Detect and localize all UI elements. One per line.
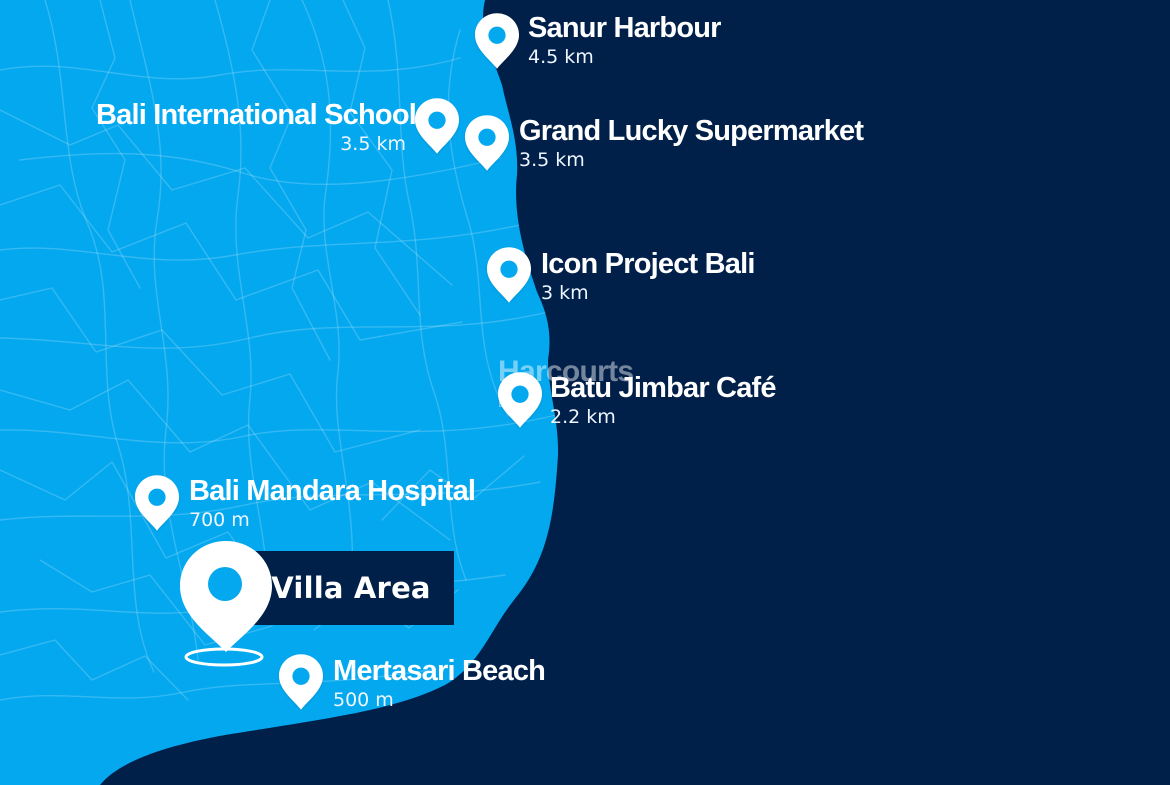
location-pin-icon: [278, 653, 324, 711]
poi-text: Icon Project Bali 3 km: [541, 249, 755, 305]
poi-name: Grand Lucky Supermarket: [519, 115, 864, 147]
location-pin-icon: [464, 114, 510, 172]
road-network: [0, 0, 557, 701]
location-pin-icon[interactable]: [178, 539, 274, 669]
poi-distance: 4.5 km: [528, 46, 594, 68]
poi-distance: 3.5 km: [340, 133, 406, 155]
poi-name: Bali International School: [96, 99, 417, 131]
poi-name: Icon Project Bali: [541, 248, 755, 280]
poi-distance: 3.5 km: [519, 149, 585, 171]
poi-text: Batu Jimbar Café 2.2 km: [550, 372, 777, 429]
poi-distance: 700 m: [189, 509, 250, 531]
poi-name: Bali Mandara Hospital: [189, 475, 476, 507]
poi-text: Bali Mandara Hospital 700 m: [189, 475, 476, 532]
location-pin-icon: [497, 371, 543, 429]
poi-text: Sanur Harbour 4.5 km: [528, 13, 721, 69]
poi-distance: 3 km: [541, 282, 589, 304]
location-pin-icon: [474, 12, 520, 70]
poi-distance: 500 m: [333, 689, 394, 711]
poi-text: Mertasari Beach 500 m: [333, 655, 546, 712]
location-pin-icon: [414, 97, 460, 155]
poi-name: Sanur Harbour: [528, 12, 721, 44]
poi-distance: 2.2 km: [550, 406, 616, 428]
location-pin-icon: [134, 474, 180, 532]
villa-area-label[interactable]: Villa Area: [248, 551, 454, 625]
poi-text: Grand Lucky Supermarket 3.5 km: [519, 115, 864, 172]
poi-name: Batu Jimbar Café: [550, 372, 777, 404]
poi-text: Bali International School 3.5 km: [96, 99, 417, 156]
poi-name: Mertasari Beach: [333, 655, 546, 687]
location-pin-icon: [486, 246, 532, 304]
